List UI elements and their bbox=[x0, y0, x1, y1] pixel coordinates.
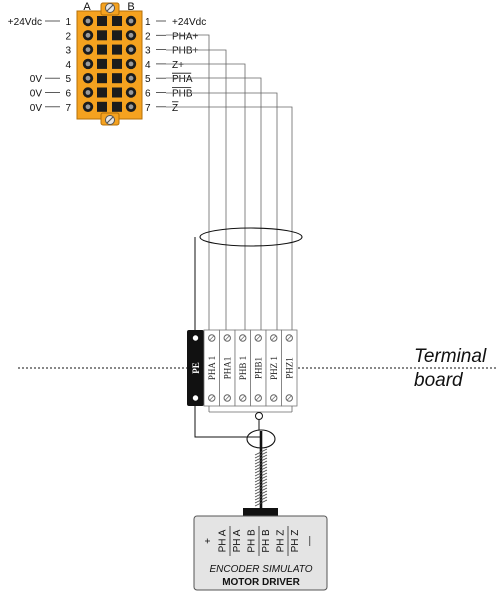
left-pin-label: +24Vdc bbox=[8, 17, 42, 28]
wire-pha-minus bbox=[166, 77, 262, 330]
terminal-cells: PHA 1 PHA1 PHB 1 PHB1 PHZ 1 PHZ1 bbox=[203, 329, 298, 407]
driver-pin-label: PH B bbox=[247, 529, 258, 553]
left-pin-number: 4 bbox=[65, 60, 71, 71]
pe-ground-wire bbox=[194, 406, 260, 438]
right-pin-label: +24Vdc bbox=[172, 17, 206, 28]
wire-phb-minus bbox=[166, 92, 278, 330]
right-pin-number: 2 bbox=[145, 31, 151, 42]
right-pin-label: PHA+ bbox=[172, 31, 199, 42]
terminal-cell-label: PHZ 1 bbox=[269, 356, 279, 380]
left-pin-number: 3 bbox=[65, 46, 71, 57]
left-pin-label: 0V bbox=[30, 74, 43, 85]
right-pin-number: 3 bbox=[145, 46, 151, 57]
driver-pin-label: PH Z bbox=[290, 530, 301, 553]
right-pin-number: 5 bbox=[145, 74, 151, 85]
terminal-board-caption-2: board bbox=[414, 370, 464, 391]
socket bbox=[97, 73, 107, 84]
wire-phb-plus bbox=[166, 49, 227, 330]
right-pin-label: Z bbox=[172, 103, 178, 114]
pe-label: PE bbox=[191, 362, 201, 374]
pe-bottom-screw-icon bbox=[191, 394, 200, 402]
signal-wires bbox=[166, 34, 303, 330]
connector-right-labels: 1 +24Vdc 2 PHA+ 3 PHB+ 4 Z+ 5 PHA 6 PHB 7 Z bbox=[145, 17, 206, 114]
driver-plug bbox=[243, 508, 278, 517]
terminal-cell-label: PHB1 bbox=[253, 357, 263, 379]
pe-top-screw-icon bbox=[191, 334, 200, 342]
left-pin-number: 2 bbox=[65, 31, 71, 42]
driver-pin-label: — bbox=[305, 536, 316, 546]
wire-z-minus bbox=[166, 106, 293, 330]
wire-z-plus bbox=[166, 63, 246, 330]
socket bbox=[97, 87, 107, 98]
socket bbox=[112, 73, 122, 84]
terminal-cell-label: PHZ1 bbox=[284, 357, 294, 379]
driver-pin-label: PH A bbox=[232, 529, 243, 552]
terminal-cell-label: PHA1 bbox=[222, 357, 232, 380]
junction-node bbox=[255, 412, 263, 420]
socket bbox=[97, 30, 107, 41]
right-pin-number: 6 bbox=[145, 89, 151, 100]
right-pin-label: PHB bbox=[172, 89, 193, 100]
connector-left-labels: 1 +24Vdc 2 3 4 5 0V 6 0V 7 0V bbox=[8, 17, 72, 114]
right-pin-number: 1 bbox=[145, 17, 151, 28]
connector-rows bbox=[82, 15, 137, 113]
terminal-cell-label: PHA 1 bbox=[207, 356, 217, 380]
output-wiring bbox=[194, 406, 293, 517]
pe-terminal bbox=[187, 330, 204, 406]
socket bbox=[112, 58, 122, 69]
terminal-cell-label: PHB 1 bbox=[238, 356, 248, 380]
left-pin-label: 0V bbox=[30, 89, 43, 100]
driver-box bbox=[193, 515, 328, 591]
cable-shield-hatching bbox=[254, 448, 268, 507]
socket bbox=[97, 44, 107, 55]
socket bbox=[112, 44, 122, 55]
socket bbox=[112, 30, 122, 41]
column-b-label: B bbox=[127, 1, 134, 13]
driver-subtitle: MOTOR DRIVER bbox=[222, 577, 300, 588]
terminal-cell bbox=[281, 329, 298, 407]
left-pin-label: 0V bbox=[30, 103, 43, 114]
socket bbox=[97, 58, 107, 69]
column-a-label: A bbox=[83, 1, 91, 13]
socket bbox=[112, 16, 122, 26]
right-pin-label: PHB+ bbox=[172, 46, 199, 57]
cable-shield-ellipse bbox=[199, 227, 303, 247]
right-pin-number: 7 bbox=[145, 103, 151, 114]
driver-pin-label: PH B bbox=[261, 529, 272, 553]
left-pin-number: 7 bbox=[65, 103, 71, 114]
socket bbox=[112, 101, 122, 112]
right-pin-label: Z+ bbox=[172, 60, 184, 71]
left-pin-number: 6 bbox=[65, 89, 71, 100]
right-pin-label: PHA bbox=[172, 74, 193, 85]
right-pin-number: 4 bbox=[145, 60, 151, 71]
driver-title: ENCODER SIMULATO bbox=[210, 564, 313, 575]
left-pin-number: 5 bbox=[65, 74, 71, 85]
driver-pin-label: + bbox=[203, 538, 214, 544]
left-pin-number: 1 bbox=[65, 17, 71, 28]
socket bbox=[112, 87, 122, 98]
socket bbox=[97, 16, 107, 26]
driver-pin-label: PH A bbox=[218, 529, 229, 552]
driver-pin-label: PH Z bbox=[276, 530, 287, 553]
terminal-board-caption-1: Terminal bbox=[414, 346, 487, 367]
socket bbox=[97, 101, 107, 112]
